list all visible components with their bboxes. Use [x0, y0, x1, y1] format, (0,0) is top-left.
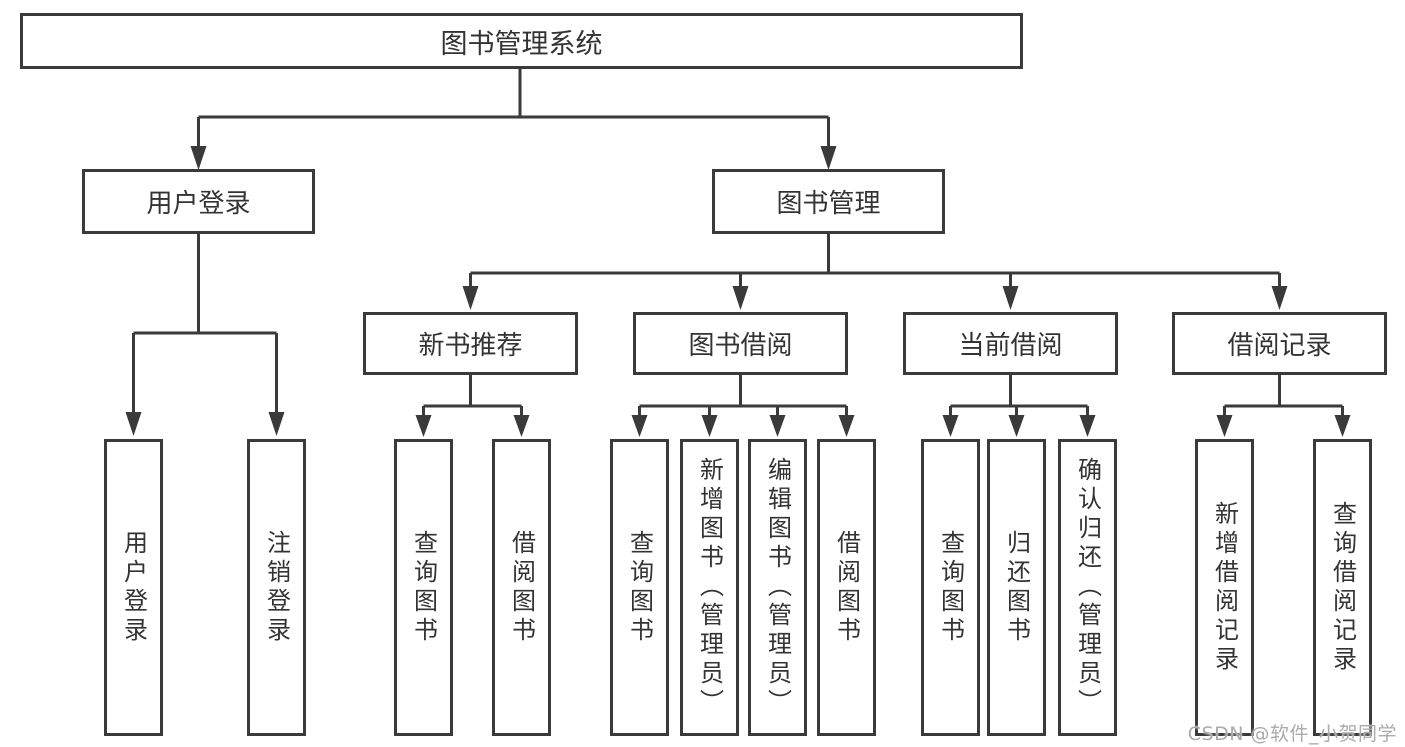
node-label: 编辑图书（管理员）	[763, 457, 792, 718]
node-new-book-recommendation: 新书推荐	[363, 312, 578, 375]
node-label: 查询借阅记录	[1328, 500, 1357, 675]
node-label: 图书借阅	[688, 331, 793, 361]
node-leaf-confirm-return-admin: 确认归还（管理员）	[1058, 439, 1117, 736]
node-borrowing-records: 借阅记录	[1172, 312, 1387, 375]
node-label: 新增图书（管理员）	[695, 457, 724, 718]
node-leaf-query-books-3: 查询图书	[921, 439, 980, 736]
node-current-borrowing: 当前借阅	[903, 312, 1118, 375]
node-leaf-borrow-books-1: 借阅图书	[492, 439, 551, 736]
node-leaf-query-books-1: 查询图书	[394, 439, 453, 736]
node-leaf-query-borrow-record: 查询借阅记录	[1313, 439, 1372, 736]
node-label: 新书推荐	[418, 331, 523, 361]
node-label: 图书管理	[776, 189, 881, 219]
csdn-watermark: CSDN @软件_小贺同学	[1187, 723, 1397, 745]
node-user-login-module: 用户登录	[82, 169, 315, 234]
node-label: 用户登录	[119, 529, 148, 646]
node-leaf-query-books-2: 查询图书	[610, 439, 669, 736]
node-leaf-add-borrow-record: 新增借阅记录	[1195, 439, 1254, 736]
node-label: 注销登录	[262, 529, 291, 646]
node-label: 图书管理系统	[440, 28, 603, 60]
node-book-borrowing: 图书借阅	[633, 312, 848, 375]
node-leaf-user-login: 用户登录	[104, 439, 163, 736]
node-label: 用户登录	[146, 189, 251, 219]
node-leaf-borrow-books-2: 借阅图书	[817, 439, 876, 736]
node-leaf-return-books: 归还图书	[987, 439, 1046, 736]
node-leaf-logout: 注销登录	[247, 439, 306, 736]
node-label: 查询图书	[936, 529, 965, 646]
node-label: 归还图书	[1002, 529, 1031, 646]
node-label: 新增借阅记录	[1210, 500, 1239, 675]
node-label: 当前借阅	[958, 331, 1063, 361]
arrowheads	[125, 146, 1351, 437]
node-label: 确认归还（管理员）	[1073, 457, 1102, 718]
node-label: 查询图书	[625, 529, 654, 646]
node-label: 查询图书	[409, 529, 438, 646]
node-leaf-edit-books-admin: 编辑图书（管理员）	[748, 439, 807, 736]
node-leaf-add-books-admin: 新增图书（管理员）	[680, 439, 739, 736]
node-label: 借阅图书	[507, 529, 536, 646]
node-library-management-system: 图书管理系统	[20, 13, 1023, 69]
node-label: 借阅图书	[832, 529, 861, 646]
node-label: 借阅记录	[1227, 331, 1332, 361]
node-book-management-module: 图书管理	[712, 169, 945, 234]
